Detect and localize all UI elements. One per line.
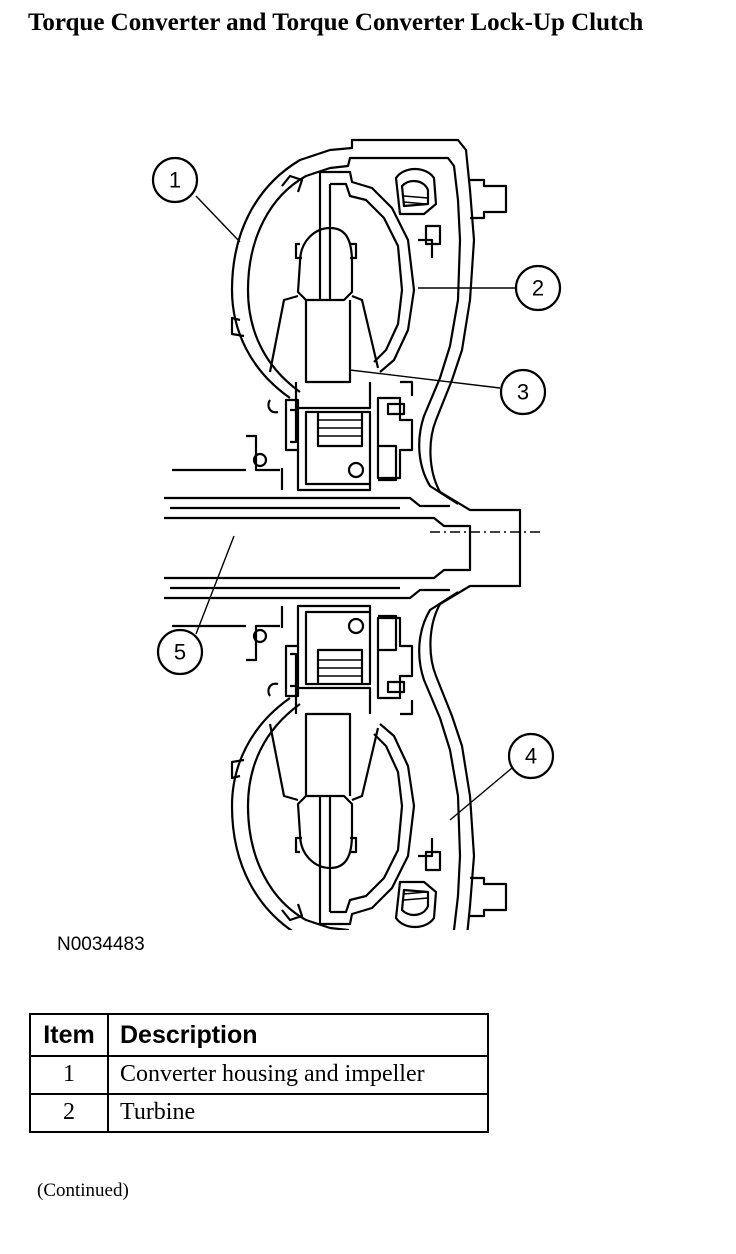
callout-4-label: 4	[525, 744, 537, 769]
leader-line-4	[449, 767, 513, 821]
callout-5: 5	[156, 628, 204, 676]
leader-line-1	[195, 195, 241, 243]
callout-3: 3	[499, 368, 547, 416]
figure-id: N0034483	[57, 934, 145, 955]
legend-table: Item Description 1 Converter housing and…	[29, 1013, 489, 1133]
page-title: Torque Converter and Torque Converter Lo…	[28, 9, 644, 36]
leader-line-5	[195, 535, 235, 635]
callout-1: 1	[151, 156, 199, 204]
table-row: 2 Turbine	[29, 1093, 489, 1133]
row-description: Turbine	[107, 1093, 489, 1133]
row-item-number: 1	[29, 1055, 109, 1095]
leader-line-3	[349, 369, 501, 389]
callout-3-label: 3	[517, 380, 529, 405]
callout-2-label: 2	[532, 276, 544, 301]
row-description: Converter housing and impeller	[107, 1055, 489, 1095]
table-row: 1 Converter housing and impeller	[29, 1055, 489, 1095]
row-item-number: 2	[29, 1093, 109, 1133]
upper-half-section	[164, 138, 522, 548]
callout-5-label: 5	[174, 640, 186, 665]
column-header-item: Item	[29, 1013, 109, 1057]
callout-1-label: 1	[169, 168, 181, 193]
callout-2: 2	[514, 264, 562, 312]
table-header-row: Item Description	[29, 1013, 489, 1057]
callout-4: 4	[507, 732, 555, 780]
continued-note: (Continued)	[37, 1180, 129, 1201]
column-header-description: Description	[107, 1013, 489, 1057]
torque-converter-diagram: 1 2 3 4 5	[151, 138, 562, 930]
